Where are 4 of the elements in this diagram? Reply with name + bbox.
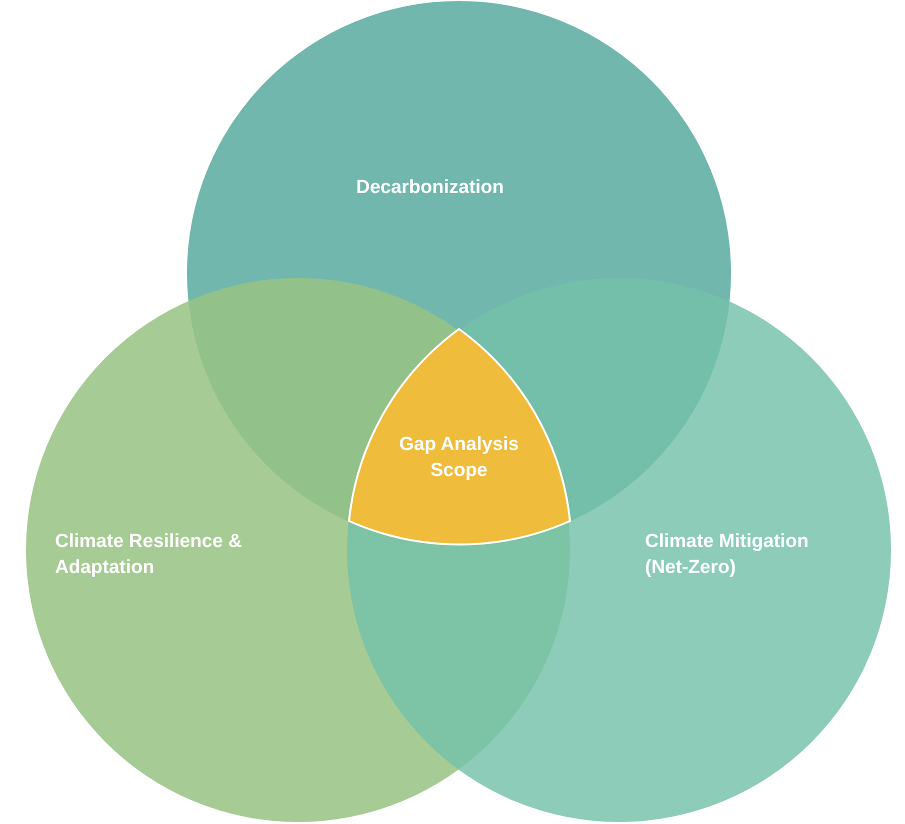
region-label: Gap Analysis Scope [398,433,520,483]
region-label: Climate Resilience & Adaptation [55,530,243,580]
region-label: Climate Mitigation (Net-Zero) [645,530,810,580]
region-label: Decarbonization [355,176,505,200]
